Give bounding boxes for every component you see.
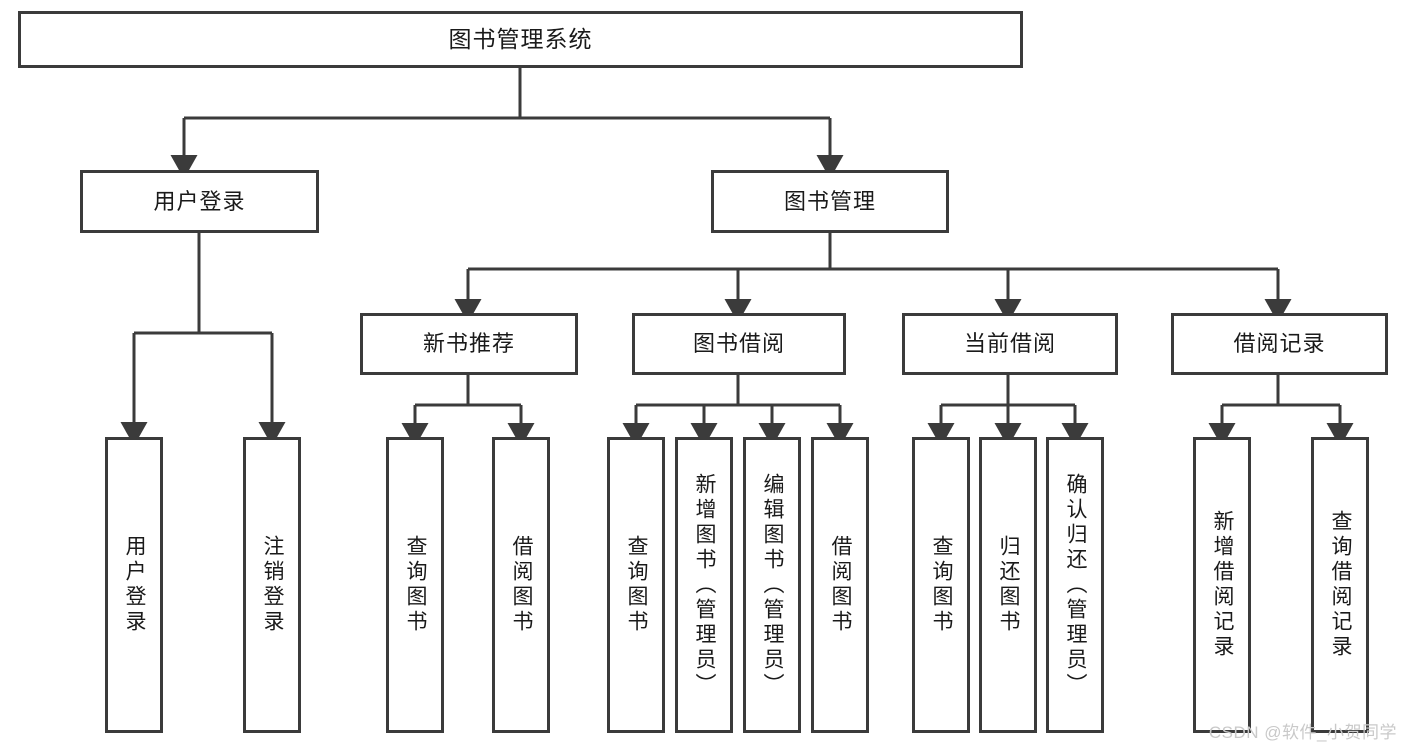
leaf-cb-return-book[interactable]: 归还图书 bbox=[979, 437, 1037, 733]
leaf-bb-borrow-book[interactable]: 借阅图书 bbox=[811, 437, 869, 733]
leaf-cb-confirm-return-admin[interactable]: 确认归还（管理员） bbox=[1046, 437, 1104, 733]
node-label: 新书推荐 bbox=[422, 331, 515, 357]
node-label: 编辑图书（管理员） bbox=[761, 472, 785, 698]
node-label: 借阅图书 bbox=[510, 535, 534, 635]
node-label: 确认归还（管理员） bbox=[1064, 472, 1088, 698]
leaf-logout[interactable]: 注销登录 bbox=[243, 437, 301, 733]
leaf-user-login[interactable]: 用户登录 bbox=[105, 437, 163, 733]
leaf-nb-borrow-book[interactable]: 借阅图书 bbox=[492, 437, 550, 733]
node-label: 新增图书（管理员） bbox=[693, 472, 717, 698]
node-label: 当前借阅 bbox=[963, 331, 1056, 357]
node-label: 图书管理 bbox=[783, 188, 876, 214]
node-current-borrow[interactable]: 当前借阅 bbox=[902, 313, 1118, 375]
node-label: 借阅记录 bbox=[1233, 331, 1326, 357]
node-label: 新增借阅记录 bbox=[1211, 510, 1235, 660]
node-user-login[interactable]: 用户登录 bbox=[80, 170, 319, 233]
node-label: 查询借阅记录 bbox=[1329, 510, 1353, 660]
leaf-br-query-record[interactable]: 查询借阅记录 bbox=[1311, 437, 1369, 733]
node-label: 查询图书 bbox=[930, 535, 954, 635]
node-label: 用户登录 bbox=[123, 535, 147, 635]
node-label: 借阅图书 bbox=[829, 535, 853, 635]
node-label: 查询图书 bbox=[404, 535, 428, 635]
leaf-cb-query-book[interactable]: 查询图书 bbox=[912, 437, 970, 733]
node-book-borrow[interactable]: 图书借阅 bbox=[632, 313, 846, 375]
node-label: 图书管理系统 bbox=[448, 26, 593, 53]
node-label: 查询图书 bbox=[625, 535, 649, 635]
node-book-management[interactable]: 图书管理 bbox=[711, 170, 949, 233]
leaf-bb-edit-book-admin[interactable]: 编辑图书（管理员） bbox=[743, 437, 801, 733]
node-label: 图书借阅 bbox=[692, 331, 785, 357]
node-borrow-record[interactable]: 借阅记录 bbox=[1171, 313, 1388, 375]
node-label: 用户登录 bbox=[153, 188, 246, 214]
node-new-book-recommend[interactable]: 新书推荐 bbox=[360, 313, 578, 375]
node-root-system[interactable]: 图书管理系统 bbox=[18, 11, 1023, 68]
leaf-nb-query-book[interactable]: 查询图书 bbox=[386, 437, 444, 733]
leaf-bb-add-book-admin[interactable]: 新增图书（管理员） bbox=[675, 437, 733, 733]
leaf-bb-query-book[interactable]: 查询图书 bbox=[607, 437, 665, 733]
node-label: 注销登录 bbox=[261, 535, 285, 635]
node-label: 归还图书 bbox=[997, 535, 1021, 635]
leaf-br-add-record[interactable]: 新增借阅记录 bbox=[1193, 437, 1251, 733]
